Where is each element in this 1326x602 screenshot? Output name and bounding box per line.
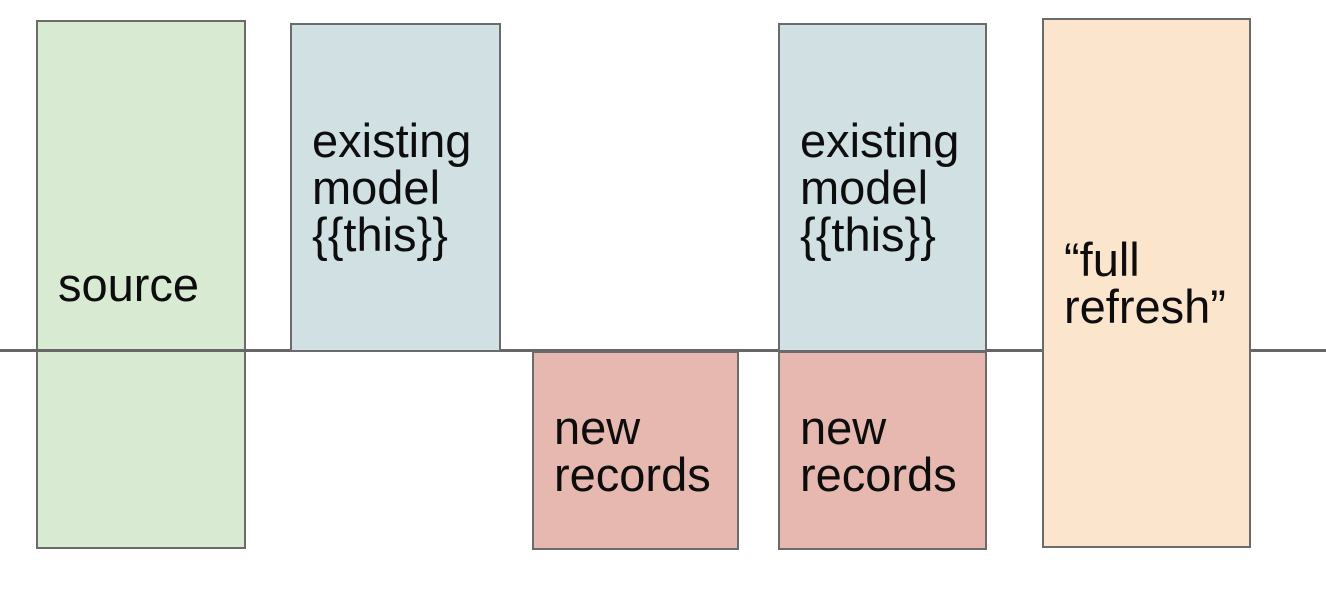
existing-model-box-2: existing model {{this}} [778, 23, 987, 352]
existing-model-box-1: existing model {{this}} [290, 23, 501, 352]
new-records-box-2-label: new records [800, 400, 957, 501]
timeline-divider-line [0, 349, 1326, 352]
source-box: source [36, 20, 246, 549]
existing-model-box-1-label: existing model {{this}} [312, 114, 472, 261]
source-box-label: source [58, 258, 200, 311]
existing-model-box-2-label: existing model {{this}} [800, 114, 960, 261]
full-refresh-box-label: “full refresh” [1064, 233, 1226, 333]
new-records-box-2: new records [778, 351, 987, 550]
new-records-box-1: new records [532, 351, 739, 550]
new-records-box-1-label: new records [554, 400, 711, 501]
full-refresh-box: “full refresh” [1042, 18, 1251, 548]
